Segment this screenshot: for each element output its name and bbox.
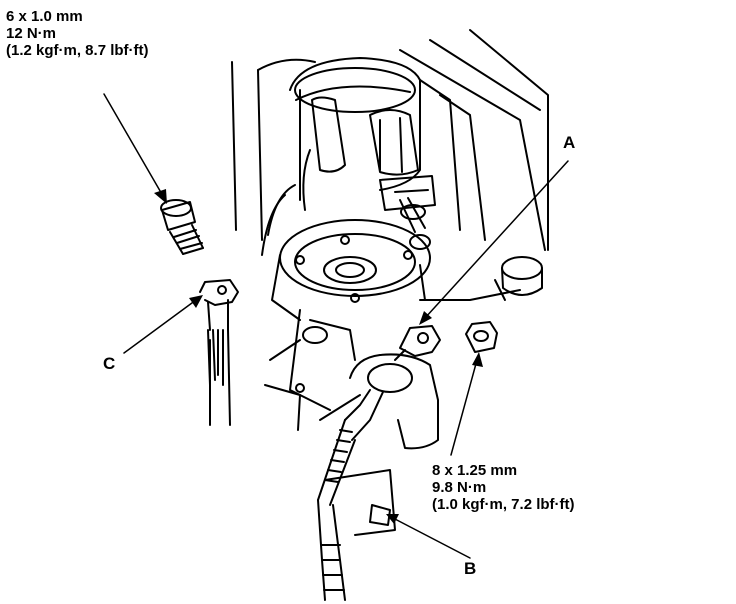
arrowhead-c [189,295,203,308]
spec-top-left-size: 6 x 1.0 mm [6,8,83,25]
engine-block-outline [231,29,549,301]
starter-cable-b [317,353,439,601]
arrowhead-b [386,514,399,524]
arrow-b-leader [392,517,471,559]
mounting-bolt [160,199,204,255]
ground-terminal-c [199,279,239,426]
spec-top-left-torque: 12 N·m [6,25,57,42]
spec-bottom-right: 8 x 1.25 mm 9.8 N·m (1.0 kgf·m, 7.2 lbf·… [432,462,575,513]
callout-b: B [464,559,477,578]
spec-top-left-torque-alt: (1.2 kgf·m, 8.7 lbf·ft) [6,42,149,59]
arrow-a-leader [424,160,569,319]
spec-bottom-right-size: 8 x 1.25 mm [432,462,518,479]
lower-casting [264,289,521,431]
terminal-nut [465,321,498,353]
arrow-bolt-leader [103,93,164,197]
engine-plug [501,256,543,296]
starter-motor-body [261,57,421,256]
mounting-flange [271,219,431,321]
arrowhead-bolt [154,189,167,204]
arrow-c-leader [123,299,197,354]
callout-a: A [563,133,576,152]
leader-arrows [103,93,569,559]
arrowhead-nut [472,352,483,367]
arrowheads [154,189,483,524]
spec-bottom-right-torque: 9.8 N·m [432,479,487,496]
spec-top-left: 6 x 1.0 mm 12 N·m (1.2 kgf·m, 8.7 lbf·ft… [6,8,149,59]
solenoid-terminal [379,175,436,250]
callout-c: C [103,354,116,373]
arrow-nut-leader [450,359,478,456]
arrowhead-a [419,311,432,325]
spec-bottom-right-torque-alt: (1.0 kgf·m, 7.2 lbf·ft) [432,496,575,513]
